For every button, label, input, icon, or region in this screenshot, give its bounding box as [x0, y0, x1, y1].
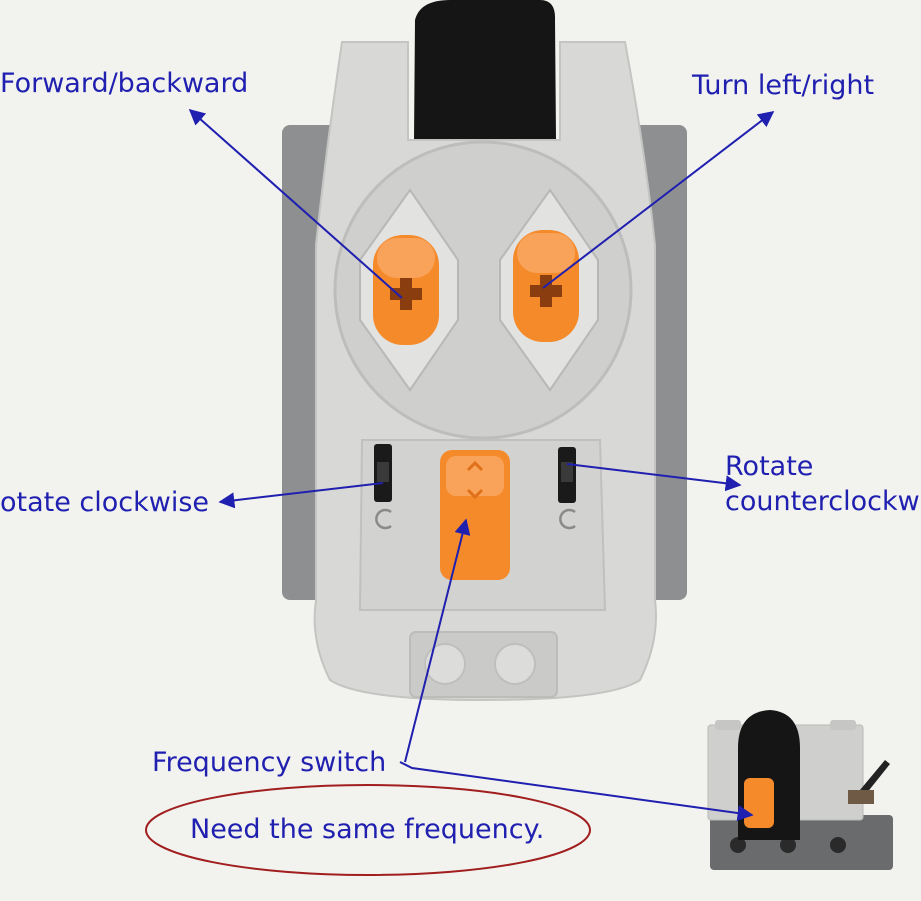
rotate-clockwise-switch[interactable]: [374, 444, 392, 502]
label-rotate-ccw-line1: Rotate: [725, 451, 813, 482]
arrow-frequency-switch: [404, 518, 471, 763]
label-rotate-clockwise: otate clockwise: [0, 487, 209, 518]
rotate-counterclockwise-switch[interactable]: [558, 447, 576, 503]
arrow-forward-backward: [188, 108, 403, 299]
ir-antenna: [414, 0, 556, 140]
rotation-c-icon: [559, 508, 576, 530]
label-forward-backward: Forward/backward: [0, 68, 248, 99]
label-frequency-switch: Frequency switch: [152, 747, 386, 778]
rotation-c-icon: [375, 508, 392, 530]
note-ellipse: [145, 784, 591, 876]
label-turn-left-right: Turn left/right: [691, 70, 874, 101]
arrow-receiver-switch: [399, 761, 754, 821]
arrow-rotate-counterclockwise: [566, 463, 742, 492]
label-need-same-frequency: Need the same frequency.: [190, 814, 544, 845]
stud: [424, 643, 466, 685]
arrow-rotate-clockwise: [218, 482, 384, 509]
frequency-switch[interactable]: [440, 450, 510, 580]
ir-receiver: [707, 710, 893, 870]
arrow-turn-left-right: [542, 111, 775, 289]
left-lever[interactable]: [373, 235, 439, 345]
label-rotate-ccw-line2: counterclockw: [725, 486, 920, 517]
stud: [494, 643, 536, 685]
